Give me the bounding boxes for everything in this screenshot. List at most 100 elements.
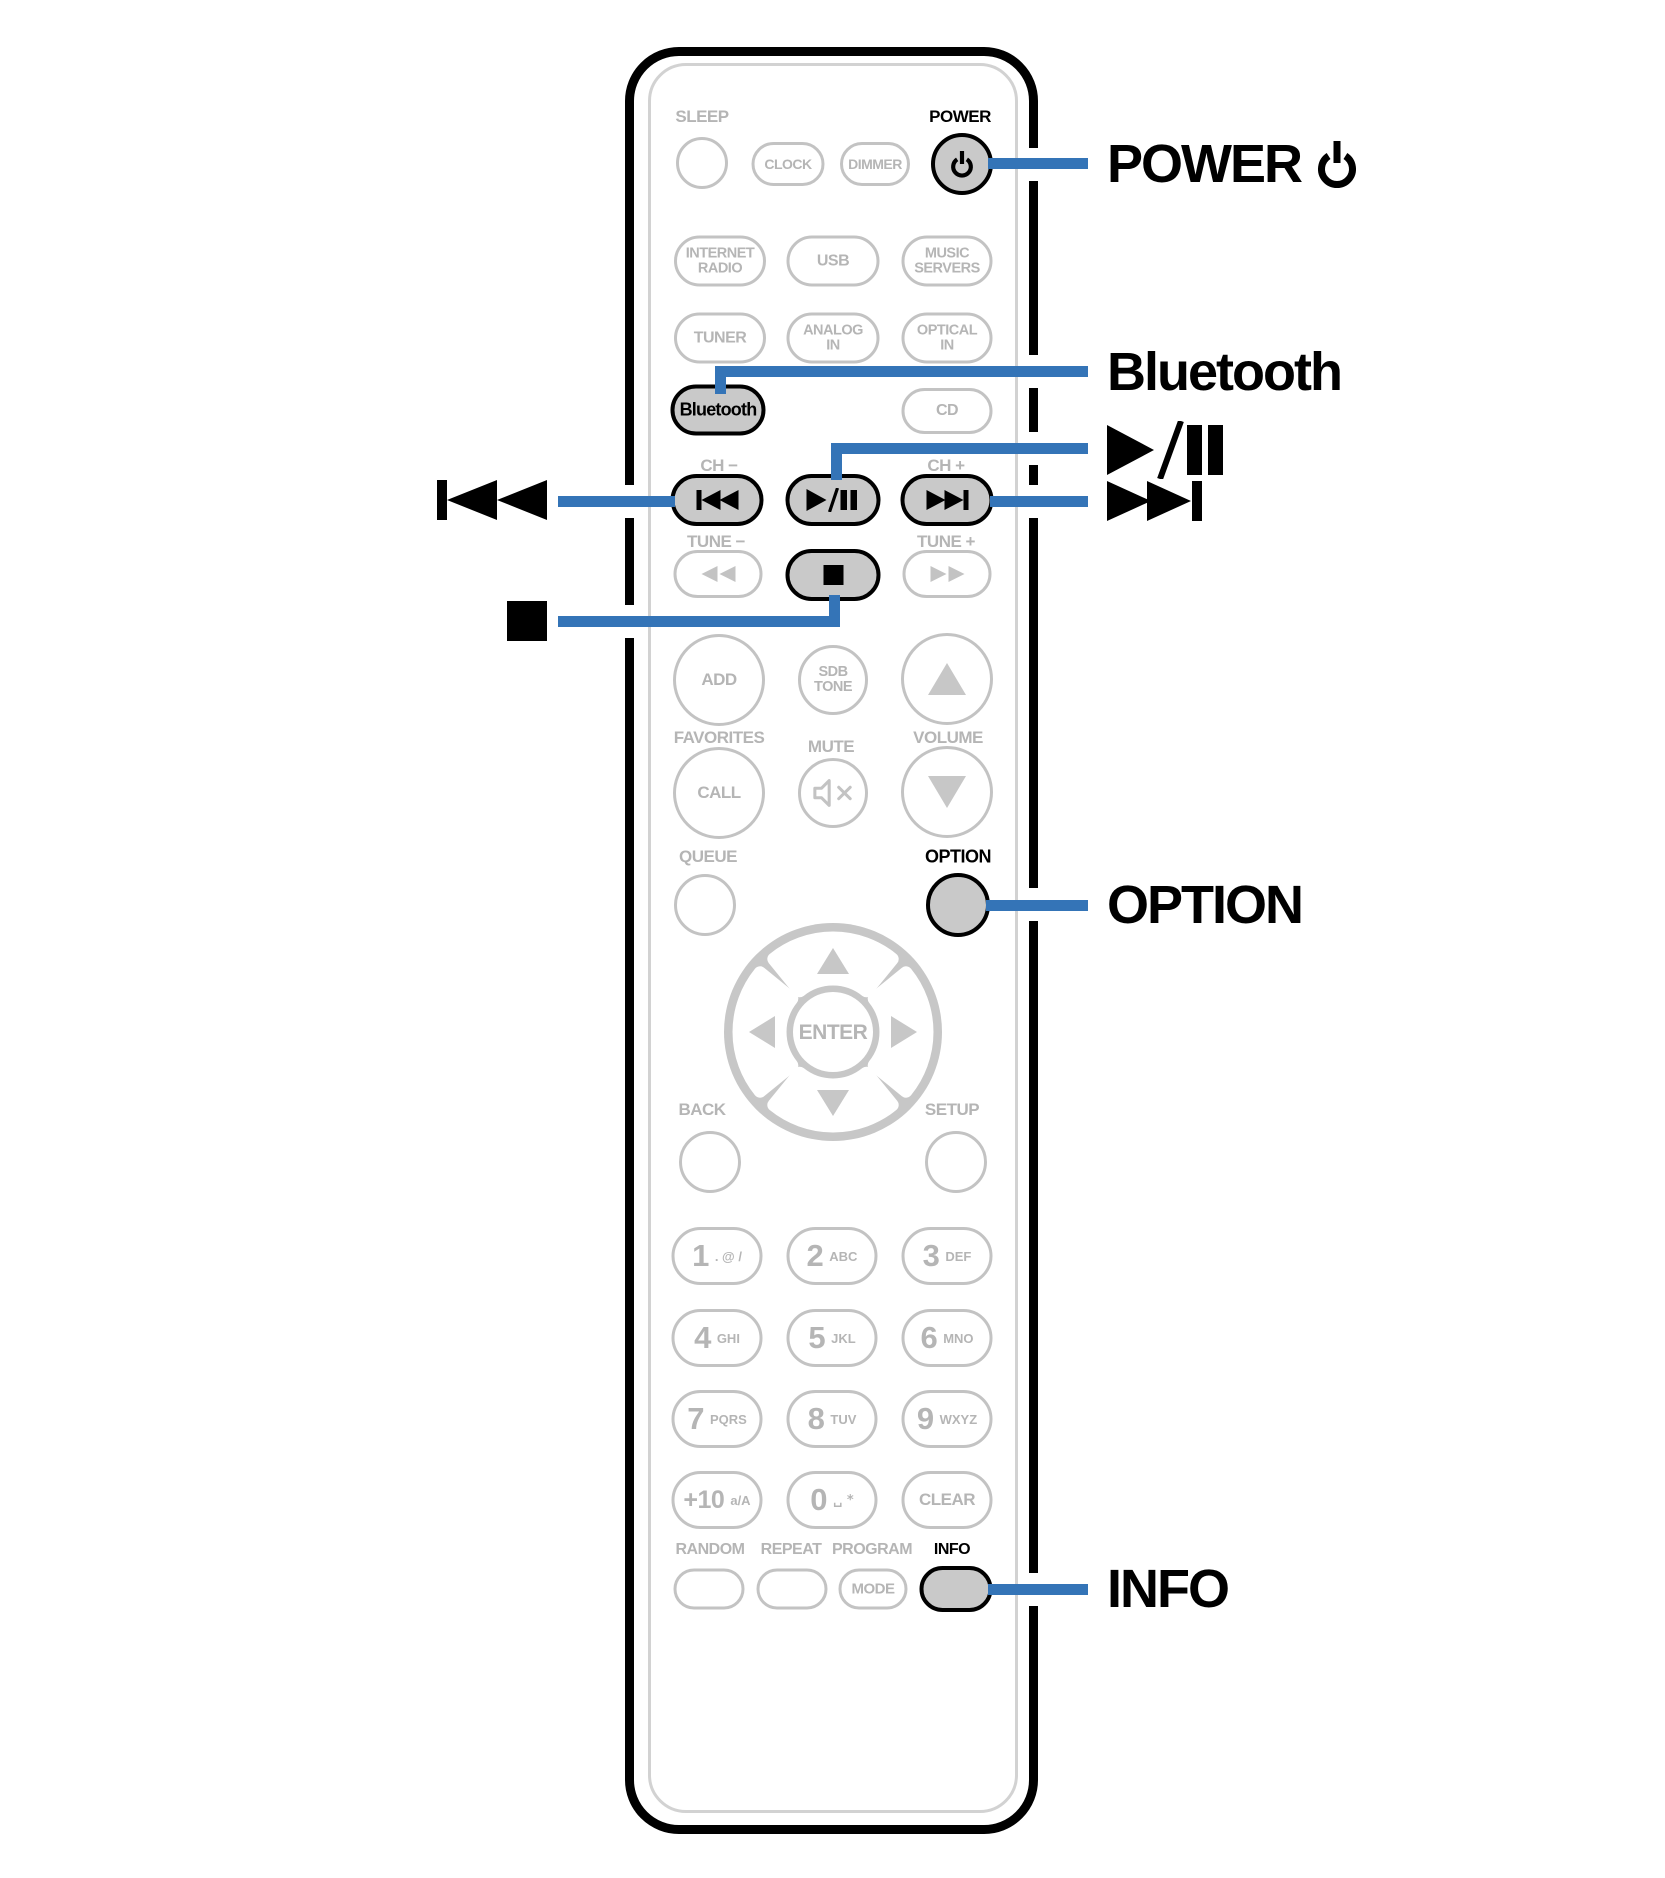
volume-up-icon [928, 663, 966, 695]
stop-icon [823, 565, 843, 585]
analog-in-line1: ANALOG [803, 322, 863, 338]
internet-radio-line1: INTERNET [685, 245, 755, 261]
bluetooth-callout: Bluetooth [1107, 341, 1343, 403]
fast-forward-icon [930, 566, 964, 582]
call-button[interactable]: CALL [673, 747, 765, 839]
bluetooth-callout-line-riser [715, 366, 726, 394]
skip-back-button[interactable] [670, 474, 764, 526]
queue-button[interactable] [674, 874, 736, 936]
info-callout-line [988, 1584, 1088, 1595]
sdb-tone-button[interactable]: SDB TONE [798, 645, 868, 715]
mute-label: MUTE [807, 737, 855, 756]
tuner-button[interactable]: TUNER [674, 312, 766, 364]
music-servers-button[interactable]: MUSIC SERVERS [901, 235, 993, 287]
stop-callout-line [558, 616, 840, 627]
tone-line2: TONE [813, 679, 853, 695]
play-pause-button[interactable] [785, 474, 881, 526]
usb-button[interactable]: USB [786, 235, 880, 287]
play-pause-callout-line [831, 443, 1088, 454]
remote-inner-outline [648, 63, 1018, 1813]
setup-button[interactable] [925, 1131, 987, 1193]
power-icon [951, 151, 973, 178]
mute-button[interactable] [798, 758, 868, 828]
back-button[interactable] [679, 1131, 741, 1193]
repeat-button[interactable] [756, 1568, 828, 1610]
ch-minus-label: CH − [700, 456, 738, 475]
volume-down-icon [928, 776, 966, 808]
info-label: INFO [933, 1541, 971, 1558]
play-pause-callout-icon [1107, 421, 1223, 479]
info-callout: INFO [1107, 1558, 1230, 1620]
repeat-label: REPEAT [760, 1541, 822, 1558]
music-servers-line2: SERVERS [914, 260, 980, 276]
rewind-button[interactable] [673, 550, 763, 598]
cd-button[interactable]: CD [901, 388, 993, 434]
power-callout: POWER [1107, 133, 1359, 195]
add-button[interactable]: ADD [673, 634, 765, 726]
play-pause-icon [806, 488, 857, 512]
back-label: BACK [678, 1100, 726, 1119]
enter-button[interactable]: ENTER [798, 1021, 868, 1044]
option-callout-text: OPTION [1107, 875, 1304, 935]
tune-minus-label: TUNE − [687, 532, 745, 551]
internet-radio-button[interactable]: INTERNET RADIO [674, 235, 766, 287]
analog-in-button[interactable]: ANALOG IN [786, 312, 880, 364]
power-button[interactable] [931, 133, 993, 195]
skip-back-callout-icon [437, 480, 547, 520]
option-label: OPTION [924, 846, 992, 867]
speaker-mute-icon [813, 779, 852, 807]
ch-plus-label: CH + [927, 456, 965, 475]
key-0[interactable]: 0␣ * [786, 1471, 878, 1529]
power-label: POWER [929, 107, 991, 126]
volume-up-button[interactable] [901, 633, 993, 725]
sleep-button[interactable] [676, 137, 728, 189]
clock-button[interactable]: CLOCK [751, 142, 825, 186]
skip-back-callout-line [558, 496, 675, 507]
optical-in-button[interactable]: OPTICAL IN [901, 312, 993, 364]
favorites-label: FAVORITES [673, 728, 765, 747]
play-pause-callout-line-riser [831, 443, 842, 480]
key-1[interactable]: 1. @ / [671, 1227, 763, 1285]
stop-callout-icon [507, 601, 547, 641]
dpad[interactable] [721, 920, 945, 1144]
power-callout-line [988, 158, 1088, 169]
sdb-line1: SDB [818, 664, 848, 680]
optical-in-line1: OPTICAL [916, 322, 978, 338]
tune-plus-label: TUNE + [917, 532, 975, 551]
internet-radio-line2: RADIO [697, 260, 743, 276]
bluetooth-callout-text: Bluetooth [1107, 342, 1343, 402]
setup-label: SETUP [924, 1100, 980, 1119]
optical-in-line2: IN [940, 337, 954, 353]
power-icon [1318, 141, 1356, 188]
stop-callout-line-riser [829, 595, 840, 627]
option-callout: OPTION [1107, 874, 1304, 936]
stop-button[interactable] [785, 549, 881, 601]
info-callout-text: INFO [1107, 1559, 1230, 1619]
fast-forward-button[interactable] [902, 550, 992, 598]
volume-down-button[interactable] [901, 746, 993, 838]
music-servers-line1: MUSIC [924, 245, 970, 261]
mode-button[interactable]: MODE [838, 1568, 908, 1610]
skip-forward-button[interactable] [900, 474, 994, 526]
analog-in-line2: IN [826, 337, 840, 353]
queue-label: QUEUE [679, 847, 737, 866]
bluetooth-callout-line [715, 366, 1088, 377]
skip-forward-icon [926, 490, 968, 510]
dimmer-button[interactable]: DIMMER [840, 142, 910, 186]
key-clear[interactable]: CLEAR [901, 1471, 993, 1529]
skip-forward-callout-icon [1107, 481, 1202, 521]
info-button[interactable] [919, 1566, 993, 1612]
skip-back-icon [696, 490, 738, 510]
rewind-icon [701, 566, 735, 582]
random-button[interactable] [673, 1568, 745, 1610]
